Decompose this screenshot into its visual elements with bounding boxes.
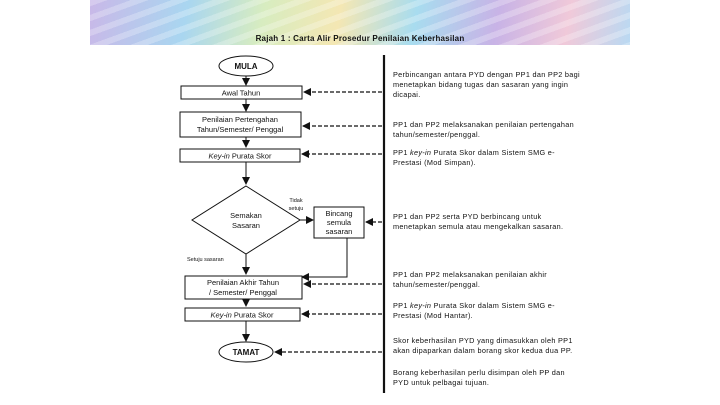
semakan-label-1: Semakan [230, 211, 262, 220]
awal-tahun-box [180, 85, 303, 100]
page-title: Rajah 1 : Carta Alir Prosedur Penilaian … [255, 34, 465, 43]
bincang-box [313, 206, 365, 239]
start-label: MULA [234, 62, 257, 71]
akhir-label-2: / Semester/ Penggal [209, 288, 277, 297]
description-7: Skor keberhasilan PYD yang dimasukkan ol… [393, 336, 573, 355]
description-4: PP1 dan PP2 serta PYD berbincang untuk m… [393, 212, 564, 231]
semakan-decision [191, 185, 301, 255]
end-label: TAMAT [233, 348, 260, 357]
setuju-label: Setuju sasaran [187, 257, 224, 263]
end-terminal [218, 341, 274, 363]
description-3: PP1 key-in Purata Skor dalam Sistem SMG … [393, 148, 555, 167]
description-5: PP1 dan PP2 melaksanakan penilaian akhir… [393, 270, 547, 289]
keyin-box-2 [184, 307, 301, 322]
tidak-setuju-label-2: setuju [289, 206, 304, 212]
decorative-banner [90, 0, 630, 45]
semakan-label-2: Sasaran [232, 221, 260, 230]
connector-bincang-return [301, 238, 348, 281]
tidak-setuju-label-1: Tidak [289, 198, 302, 204]
keyin-label-1: Key-in Purata Skor [209, 152, 272, 161]
keyin-box-1 [179, 148, 301, 163]
keyin-label-2: Key-in Purata Skor [211, 311, 274, 320]
bincang-label-1: Bincang [325, 209, 352, 218]
description-6: PP1 key-in Purata Skor dalam Sistem SMG … [393, 301, 555, 320]
akhir-label-1: Penilaian Akhir Tahun [207, 278, 279, 287]
pertengahan-label-1: Penilaian Pertengahan [202, 115, 278, 124]
description-2: PP1 dan PP2 melaksanakan penilaian perte… [393, 120, 574, 139]
bincang-label-2: semula [327, 218, 352, 227]
pertengahan-label-2: Tahun/Semester/ Penggal [197, 125, 284, 134]
description-8: Borang keberhasilan perlu disimpan oleh … [393, 368, 565, 387]
description-1: Perbincangan antara PYD dengan PP1 dan P… [393, 70, 580, 99]
bincang-label-3: sasaran [326, 227, 353, 236]
pertengahan-box [179, 111, 302, 138]
awal-tahun-label: Awal Tahun [222, 89, 261, 98]
